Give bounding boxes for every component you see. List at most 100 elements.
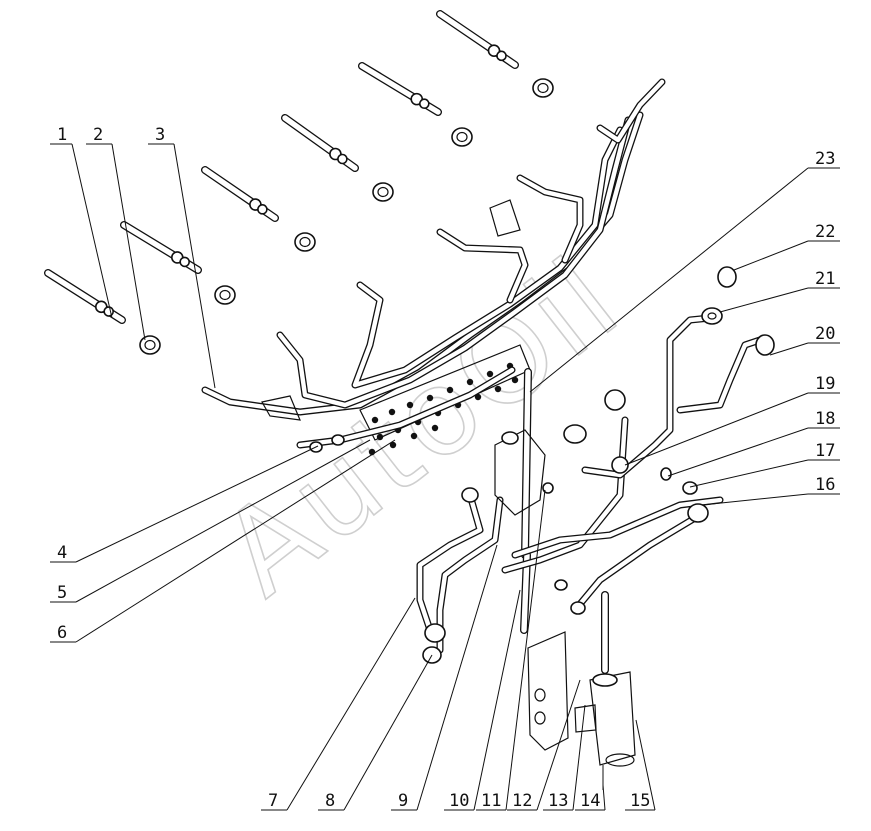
callout-leader-2 — [111, 143, 146, 341]
callout-label-23: 23 — [815, 149, 835, 169]
callout-leader-21 — [719, 287, 809, 313]
clamp-bolt-9 — [376, 433, 384, 441]
callout-13: 13 — [543, 704, 586, 811]
callout-16: 16 — [701, 475, 840, 506]
callout-14: 14 — [575, 784, 606, 811]
callout-leader-23 — [529, 167, 809, 393]
callout-label-17: 17 — [815, 441, 835, 461]
callout-19: 19 — [624, 374, 840, 466]
lower-fuel-assembly — [416, 314, 764, 790]
injector-2 — [120, 221, 202, 274]
callout-leader-12 — [536, 679, 581, 811]
clamp-bolt-3 — [406, 401, 414, 409]
callout-label-21: 21 — [815, 269, 835, 289]
callout-7: 7 — [261, 597, 416, 811]
callout-leader-1 — [71, 143, 113, 319]
callout-label-16: 16 — [815, 475, 835, 495]
nut-3 — [294, 232, 316, 252]
clamp-bolt-15 — [494, 385, 502, 393]
callout-10: 10 — [444, 589, 521, 811]
clamp-bolt-6 — [466, 378, 474, 386]
callout-label-1: 1 — [57, 125, 67, 145]
callout-label-6: 6 — [57, 623, 67, 643]
callout-label-10: 10 — [449, 791, 469, 811]
clamp-bolt-1 — [371, 416, 379, 424]
callout-17: 17 — [689, 441, 840, 488]
callout-label-4: 4 — [57, 543, 67, 563]
callout-1: 1 — [50, 125, 113, 319]
callout-leader-13 — [572, 704, 586, 811]
callout-label-9: 9 — [398, 791, 408, 811]
callout-4: 4 — [50, 445, 319, 563]
callout-21: 21 — [719, 269, 840, 313]
callout-label-14: 14 — [580, 791, 600, 811]
callout-2: 2 — [86, 125, 146, 341]
callout-leader-16 — [701, 493, 809, 506]
callout-15: 15 — [625, 719, 656, 811]
callout-label-22: 22 — [815, 222, 835, 242]
callout-23: 23 — [529, 149, 840, 393]
callout-18: 18 — [667, 409, 840, 477]
clamp-bolt-19 — [410, 432, 418, 440]
callout-leader-14 — [602, 784, 606, 811]
nut-5 — [451, 127, 473, 147]
callout-label-18: 18 — [815, 409, 835, 429]
callout-leader-6 — [75, 439, 396, 643]
clamp-bolt-7 — [486, 370, 494, 378]
clamp-bolt-2 — [388, 408, 396, 416]
callout-label-20: 20 — [815, 324, 835, 344]
clamp-bolt-20 — [431, 424, 439, 432]
fuel-line-bundle — [201, 78, 666, 421]
injector-1 — [44, 269, 126, 324]
nut-6 — [532, 78, 554, 98]
nut-2 — [214, 285, 236, 305]
callout-label-15: 15 — [630, 791, 650, 811]
support-rods — [520, 368, 609, 674]
callout-leader-7 — [286, 597, 416, 811]
nut-1 — [139, 335, 161, 355]
clamp-bolt-16 — [511, 376, 519, 384]
banjo-fittings — [309, 266, 775, 664]
callout-leader-17 — [689, 459, 809, 488]
callout-leader-8 — [343, 654, 433, 811]
callout-leader-22 — [733, 240, 809, 271]
callout-3: 3 — [148, 125, 216, 389]
callout-20: 20 — [769, 324, 840, 356]
callout-11: 11 — [476, 489, 546, 811]
callout-leader-9 — [416, 544, 498, 811]
clamp-bolt-14 — [474, 393, 482, 401]
return-line — [296, 366, 516, 449]
callout-8: 8 — [318, 654, 433, 811]
callout-leader-19 — [624, 392, 809, 466]
callout-22: 22 — [733, 222, 840, 271]
injector-6 — [436, 10, 519, 69]
callout-label-11: 11 — [481, 791, 501, 811]
callout-leader-10 — [473, 589, 521, 811]
callout-label-13: 13 — [548, 791, 568, 811]
callout-12: 12 — [507, 679, 581, 811]
callout-leader-4 — [75, 445, 319, 563]
callout-leader-5 — [75, 439, 371, 603]
clamp-bolt-5 — [446, 386, 454, 394]
callout-label-12: 12 — [512, 791, 532, 811]
injector-3 — [201, 166, 279, 222]
callout-label-5: 5 — [57, 583, 67, 603]
clamp-bolt-18 — [389, 441, 397, 449]
callout-6: 6 — [50, 439, 396, 643]
callout-9: 9 — [391, 544, 498, 811]
injector-nut-group — [139, 78, 554, 355]
callout-leader-15 — [635, 719, 656, 811]
callout-label-19: 19 — [815, 374, 835, 394]
injector-5 — [358, 62, 442, 116]
clamp-bolt-4 — [426, 394, 434, 402]
callout-leader-18 — [667, 427, 809, 477]
callout-leader-3 — [173, 143, 216, 389]
injector-4 — [281, 114, 359, 172]
callout-label-2: 2 — [93, 125, 103, 145]
callout-label-8: 8 — [325, 791, 335, 811]
callout-5: 5 — [50, 439, 371, 603]
injector-group — [44, 10, 519, 324]
callout-label-7: 7 — [268, 791, 278, 811]
